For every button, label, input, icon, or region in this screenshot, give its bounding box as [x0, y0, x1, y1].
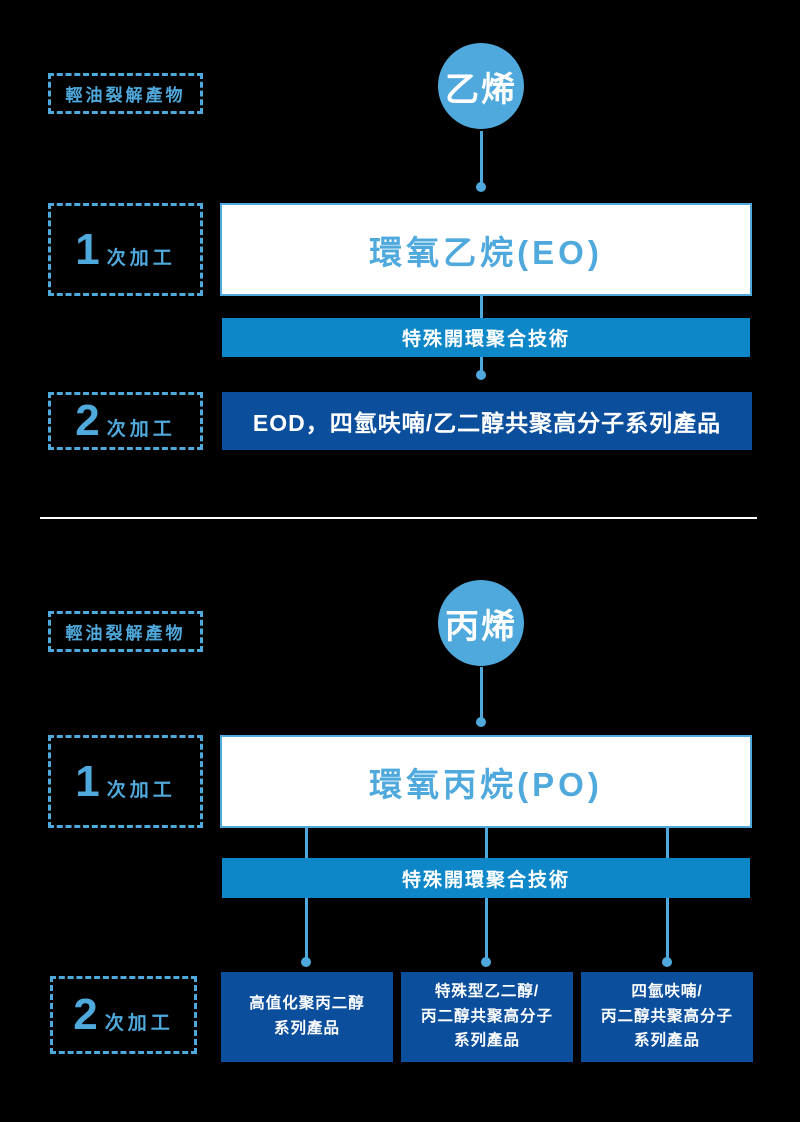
stage2-badge: 2 次加工: [48, 392, 203, 450]
secondary-product-label: 四氫呋喃/ 丙二醇共聚高分子 系列產品: [600, 982, 733, 1050]
stage1-text: 次加工: [106, 779, 176, 801]
primary-product-label: 環氧丙烷(PO): [369, 765, 603, 803]
stage1-label: 1 次加工: [75, 756, 176, 806]
technology-bar: 特殊開環聚合技術: [222, 858, 750, 898]
stage1-badge: 1 次加工: [48, 203, 203, 296]
connector-line: [485, 828, 488, 858]
stage1-badge: 1 次加工: [48, 735, 203, 828]
stage2-number: 2: [75, 396, 100, 445]
connector-line: [480, 296, 483, 318]
secondary-product-box: 四氫呋喃/ 丙二醇共聚高分子 系列產品: [581, 972, 753, 1062]
primary-product-label: 環氧乙烷(EO): [369, 233, 603, 271]
connector-dot: [301, 957, 311, 967]
stage2-text: 次加工: [104, 1013, 174, 1034]
stage2-label: 2 次加工: [73, 993, 174, 1037]
secondary-product-box: 特殊型乙二醇/ 丙二醇共聚高分子 系列產品: [401, 972, 573, 1062]
feedstock-label: 丙烯: [445, 607, 517, 646]
secondary-product-label: EOD，四氫呋喃/乙二醇共聚高分子系列產品: [252, 410, 722, 436]
connector-dot: [476, 370, 486, 380]
stage2-text: 次加工: [106, 419, 176, 440]
connector-line: [666, 898, 669, 958]
section-divider: [40, 517, 757, 519]
connector-line: [480, 667, 483, 719]
connector-line: [305, 828, 308, 858]
connector-line: [666, 828, 669, 858]
secondary-product-box: EOD，四氫呋喃/乙二醇共聚高分子系列產品: [222, 392, 752, 450]
source-label-badge: 輕油裂解產物: [48, 611, 203, 652]
connector-dot: [476, 717, 486, 727]
connector-line: [485, 898, 488, 958]
technology-bar: 特殊開環聚合技術: [222, 318, 750, 357]
feedstock-node-propylene: 丙烯: [438, 580, 524, 666]
connector-line: [480, 131, 483, 185]
stage2-label: 2 次加工: [75, 399, 176, 443]
feedstock-label: 乙烯: [445, 70, 517, 109]
stage1-text: 次加工: [106, 247, 176, 269]
primary-product-box-eo: 環氧乙烷(EO): [220, 203, 752, 296]
feedstock-node-ethylene: 乙烯: [438, 43, 524, 129]
secondary-product-label: 特殊型乙二醇/ 丙二醇共聚高分子 系列產品: [420, 982, 553, 1050]
connector-dot: [476, 182, 486, 192]
connector-dot: [662, 957, 672, 967]
stage1-number: 1: [75, 756, 100, 806]
secondary-product-box: 高值化聚丙二醇 系列產品: [221, 972, 393, 1062]
source-label-badge: 輕油裂解產物: [48, 73, 203, 114]
stage2-badge: 2 次加工: [50, 976, 197, 1054]
secondary-product-label: 高值化聚丙二醇 系列產品: [249, 995, 365, 1037]
technology-label: 特殊開環聚合技術: [401, 329, 570, 350]
stage1-number: 1: [75, 224, 100, 274]
primary-product-box-po: 環氧丙烷(PO): [220, 735, 752, 828]
source-label-text: 輕油裂解產物: [65, 624, 186, 643]
technology-label: 特殊開環聚合技術: [401, 869, 570, 891]
stage2-number: 2: [73, 990, 98, 1039]
connector-line: [480, 357, 483, 371]
connector-line: [305, 898, 308, 958]
connector-dot: [481, 957, 491, 967]
source-label-text: 輕油裂解產物: [65, 86, 186, 105]
stage1-label: 1 次加工: [75, 224, 176, 274]
